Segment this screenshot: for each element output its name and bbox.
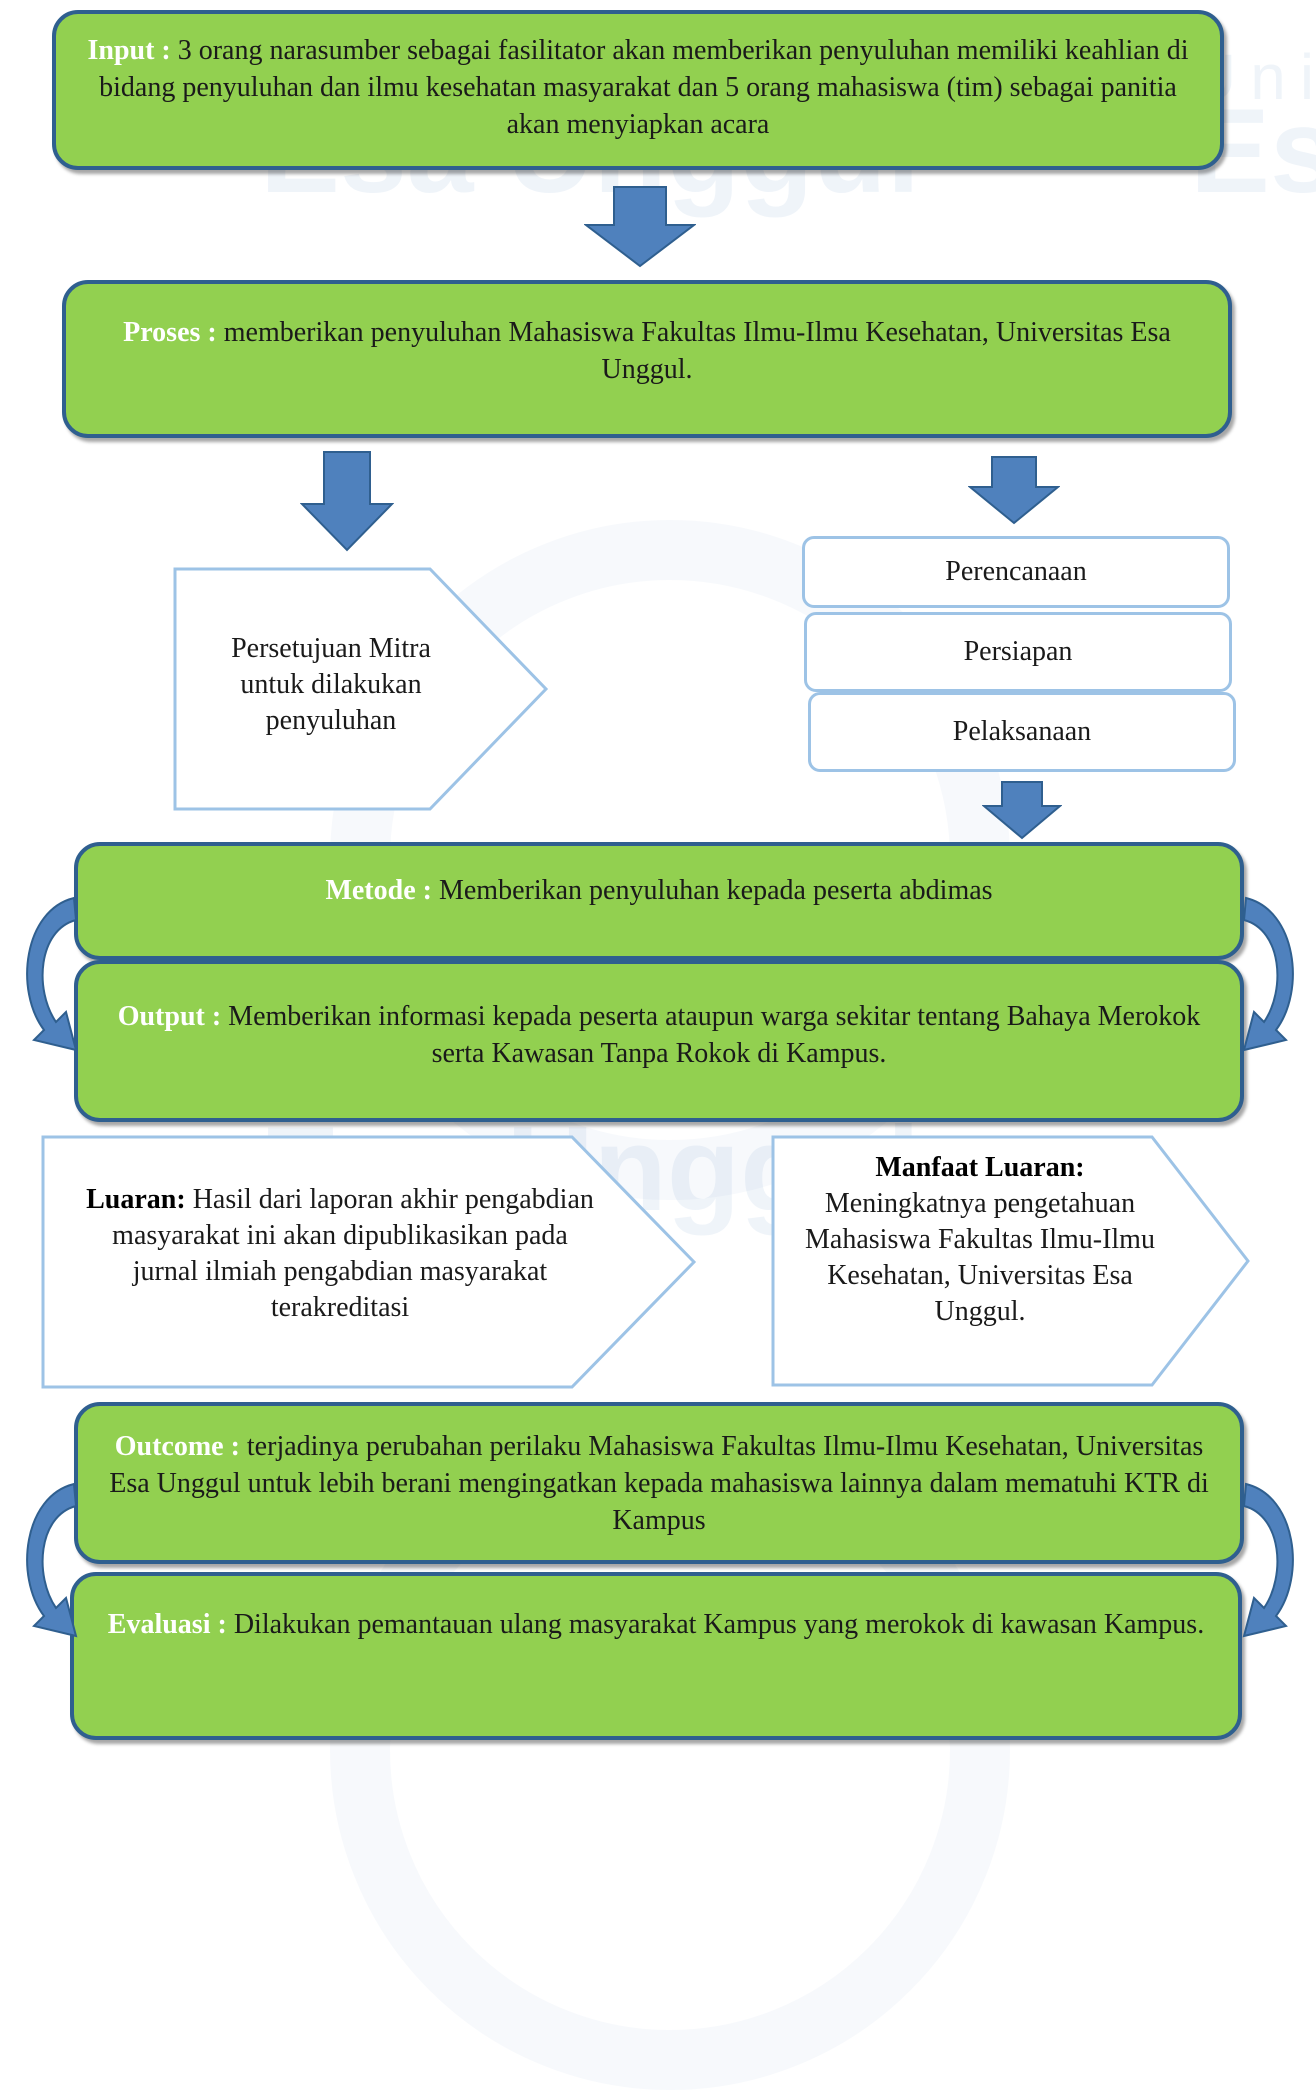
input-box: Input : 3 orang narasumber sebagai fasil…: [52, 10, 1224, 170]
proses-desc: memberikan penyuluhan Mahasiswa Fakultas…: [216, 317, 1171, 385]
persetujuan-line: penyuluhan: [265, 705, 397, 736]
proses-text: Proses : memberikan penyuluhan Mahasiswa…: [96, 314, 1198, 388]
curved-arrow-right-icon: [1242, 896, 1294, 1052]
proses-box: Proses : memberikan penyuluhan Mahasiswa…: [62, 280, 1232, 438]
luaran-label: Luaran:: [86, 1184, 186, 1215]
luaran-shape: [41, 1135, 697, 1389]
persetujuan-text: Persetujuan Mitra untuk dilakukan penyul…: [176, 610, 486, 760]
output-desc: Memberikan informasi kepada peserta atau…: [221, 1001, 1201, 1069]
manfaat-text: Manfaat Luaran: Meningkatnya pengetahuan…: [790, 1150, 1170, 1350]
output-label: Output :: [117, 1001, 222, 1032]
output-box: Output : Memberikan informasi kepada pes…: [74, 960, 1244, 1122]
outcome-label: Outcome :: [114, 1431, 240, 1462]
input-desc: 3 orang narasumber sebagai fasilitator a…: [99, 35, 1189, 140]
proses-label: Proses :: [123, 317, 217, 348]
manfaat-label: Manfaat Luaran:: [875, 1152, 1085, 1183]
curved-arrow-left-icon: [26, 1482, 78, 1638]
down-arrow-icon: [982, 781, 1062, 840]
persetujuan-shape: [173, 567, 549, 811]
metode-desc: Memberikan penyuluhan kepada peserta abd…: [431, 875, 993, 906]
step-persiapan: Persiapan: [804, 612, 1232, 692]
metode-label: Metode :: [325, 875, 432, 906]
persetujuan-line: untuk dilakukan: [240, 669, 422, 700]
curved-arrow-left-icon: [26, 896, 78, 1052]
step-pelaksanaan: Pelaksanaan: [808, 692, 1236, 772]
input-text: Input : 3 orang narasumber sebagai fasil…: [86, 32, 1190, 143]
manfaat-desc: Meningkatnya pengetahuan Mahasiswa Fakul…: [805, 1188, 1155, 1327]
output-text: Output : Memberikan informasi kepada pes…: [108, 998, 1210, 1072]
luaran-desc: Hasil dari laporan akhir pengabdian masy…: [112, 1184, 594, 1323]
evaluasi-box: Evaluasi : Dilakukan pemantauan ulang ma…: [70, 1572, 1242, 1740]
outcome-box: Outcome : terjadinya perubahan perilaku …: [74, 1402, 1244, 1564]
metode-text: Metode : Memberikan penyuluhan kepada pe…: [325, 872, 992, 909]
curved-arrow-right-icon: [1242, 1482, 1294, 1638]
input-label: Input :: [87, 35, 171, 66]
step-perencanaan: Perencanaan: [802, 536, 1230, 608]
evaluasi-desc: Dilakukan pemantauan ulang masyarakat Ka…: [226, 1609, 1205, 1640]
metode-box: Metode : Memberikan penyuluhan kepada pe…: [74, 842, 1244, 960]
manfaat-shape: [771, 1135, 1250, 1387]
persetujuan-line: Persetujuan Mitra: [231, 633, 431, 664]
evaluasi-label: Evaluasi :: [107, 1609, 227, 1640]
down-arrow-icon: [300, 451, 394, 552]
down-arrow-icon: [968, 456, 1060, 525]
down-arrow-icon: [584, 186, 696, 268]
outcome-text: Outcome : terjadinya perubahan perilaku …: [108, 1428, 1210, 1539]
outcome-desc: terjadinya perubahan perilaku Mahasiswa …: [109, 1431, 1209, 1536]
luaran-text: Luaran: Hasil dari laporan akhir pengabd…: [80, 1164, 600, 1372]
evaluasi-text: Evaluasi : Dilakukan pemantauan ulang ma…: [108, 1606, 1204, 1643]
